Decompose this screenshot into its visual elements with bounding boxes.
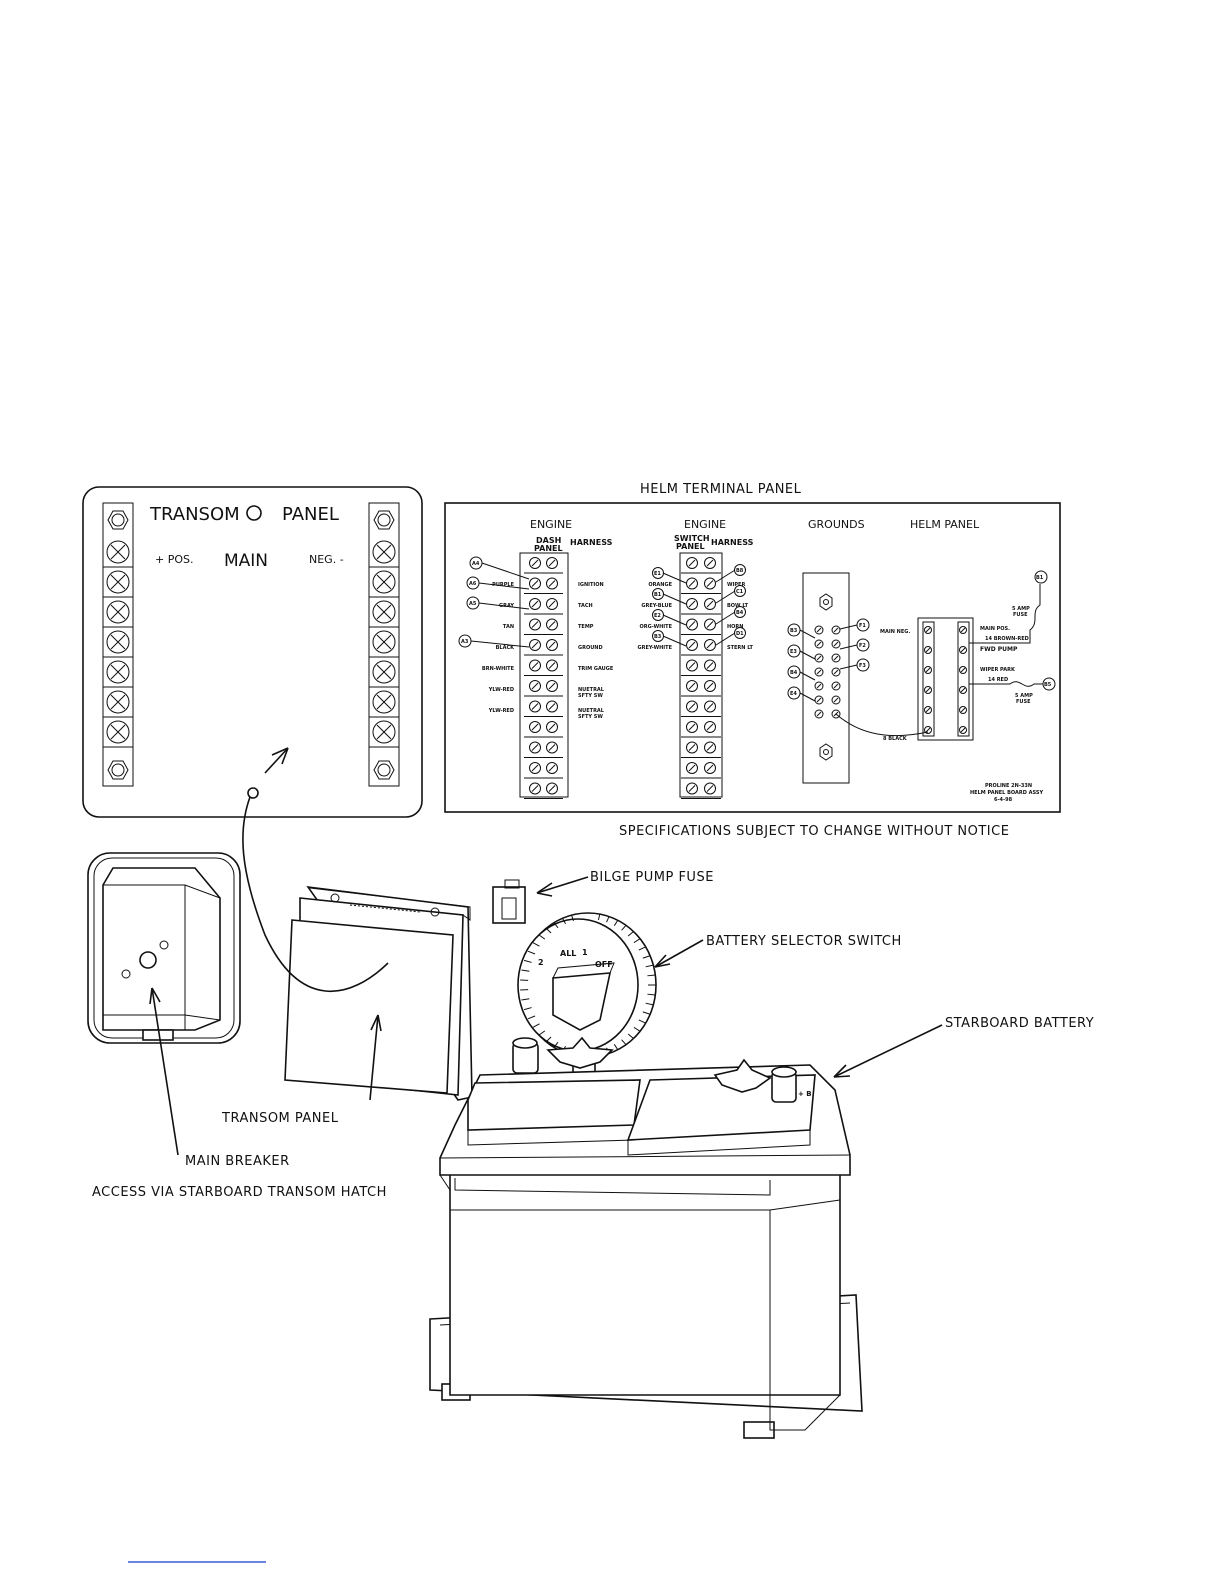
fuse-label-top: 5 AMPFUSE [1012, 606, 1030, 618]
svg-text:E3: E3 [790, 649, 797, 655]
harness-label: WIPER [727, 582, 745, 588]
wire-color-label: BRN-WHITE [482, 666, 515, 672]
fuse-label-bottom: 5 AMPFUSE [1015, 693, 1033, 705]
transom-title-right: PANEL [282, 504, 339, 525]
notice-text: SPECIFICATIONS SUBJECT TO CHANGE WITHOUT… [619, 824, 1009, 839]
harness-col-1: HARNESS [570, 538, 613, 547]
transom-panel-label: TRANSOM PANEL [221, 1111, 339, 1126]
starboard-battery-label: STARBOARD BATTERY [945, 1016, 1094, 1031]
battery-selector-label: BATTERY SELECTOR SWITCH [706, 934, 902, 949]
wire-color-label: GRAY [499, 603, 514, 609]
svg-text:A6: A6 [469, 581, 477, 587]
harness-label: STERN LT [727, 645, 754, 651]
wire-color-label: TAN [503, 624, 514, 630]
harness-label: IGNITION [578, 582, 604, 588]
svg-text:B5: B5 [1044, 682, 1052, 688]
dial-label-all: ALL [560, 949, 576, 958]
svg-text:B3: B3 [654, 634, 662, 640]
brown-red-label: 14 BROWN-RED [985, 636, 1029, 642]
wire-color-label: GREY-WHITE [638, 645, 673, 651]
wire-color-label: PURPLE [492, 582, 514, 588]
svg-text:A3: A3 [461, 639, 469, 645]
selector-leader [655, 940, 703, 967]
wire-color-label: ORANGE [648, 582, 672, 588]
harness-label: TEMP [578, 624, 594, 630]
grounds-heading: GROUNDS [808, 518, 865, 531]
transom-panel-3d [243, 788, 472, 1100]
svg-text:F3: F3 [859, 663, 866, 669]
wire-color-label: YLW-RED [488, 687, 514, 693]
wire-color-label: YLW-RED [488, 708, 514, 714]
dash-panel-col: DASHPANEL [534, 536, 563, 553]
harness-label: GROUND [578, 645, 603, 651]
engine-dash-heading: ENGINE [530, 518, 572, 531]
switch-panel-col: SWITCHPANEL [674, 534, 710, 551]
helm-panel-title: HELM TERMINAL PANEL [640, 482, 802, 497]
main-breaker [88, 853, 240, 1155]
wire-color-label: ORG-WHITE [640, 624, 673, 630]
engine-switch-heading: ENGINE [684, 518, 726, 531]
bilge-leader [537, 877, 588, 893]
dial-label-off: OFF [595, 960, 613, 969]
wire-color-label: GREY-BLUE [641, 603, 672, 609]
dial-label-2: 2 [538, 958, 544, 967]
harness-label: NUETRALSFTY SW [578, 708, 605, 720]
helm-panel-heading: HELM PANEL [910, 518, 980, 531]
svg-text:B4: B4 [790, 670, 798, 676]
svg-text:B3: B3 [790, 628, 798, 634]
svg-text:F1: F1 [859, 623, 866, 629]
starboard-battery: + B [430, 1025, 942, 1438]
main-label: MAIN [224, 551, 268, 571]
svg-text:+ B: + B [798, 1090, 812, 1098]
fwd-pump-label: FWD PUMP [980, 646, 1018, 653]
svg-text:A4: A4 [472, 561, 480, 567]
wire-color-label: BLACK [496, 645, 516, 651]
negative-label: NEG. - [309, 553, 344, 566]
positive-label: + POS. [155, 553, 193, 566]
transom-title-left: TRANSOM [149, 504, 240, 525]
svg-text:F2: F2 [859, 643, 866, 649]
svg-text:A5: A5 [469, 601, 477, 607]
harness-label: BOW LT [727, 603, 749, 609]
bilge-pump-fuse-label: BILGE PUMP FUSE [590, 870, 714, 885]
red-label: 14 RED [988, 677, 1008, 683]
ground-wire-label: 8 BLACK [883, 736, 908, 742]
svg-text:E4: E4 [790, 691, 797, 697]
transom-panel-box: TRANSOM PANEL + POS. MAIN NEG. - [83, 487, 422, 817]
main-breaker-label: MAIN BREAKER [185, 1154, 290, 1169]
harness-label: TRIM GAUGE [578, 666, 614, 672]
svg-text:B1: B1 [1036, 575, 1044, 581]
svg-text:E2: E2 [654, 613, 661, 619]
svg-text:E1: E1 [654, 571, 661, 577]
main-neg-label: MAIN NEG. [880, 629, 910, 635]
wiper-park-label: WIPER PARK [980, 667, 1016, 673]
harness-col-2: HARNESS [711, 538, 754, 547]
access-note-label: ACCESS VIA STARBOARD TRANSOM HATCH [92, 1185, 387, 1200]
svg-text:C1: C1 [736, 589, 744, 595]
svg-text:D1: D1 [736, 631, 744, 637]
main-pos-label: MAIN POS. [980, 626, 1010, 632]
dial-label-1: 1 [582, 948, 588, 957]
svg-text:B8: B8 [736, 568, 744, 574]
svg-text:B4: B4 [736, 610, 744, 616]
battery-leader [834, 1025, 942, 1077]
harness-label: HORN [727, 624, 743, 630]
svg-text:B1: B1 [654, 592, 662, 598]
harness-label: NUETRALSFTY SW [578, 687, 605, 699]
harness-label: TACH [578, 603, 593, 609]
